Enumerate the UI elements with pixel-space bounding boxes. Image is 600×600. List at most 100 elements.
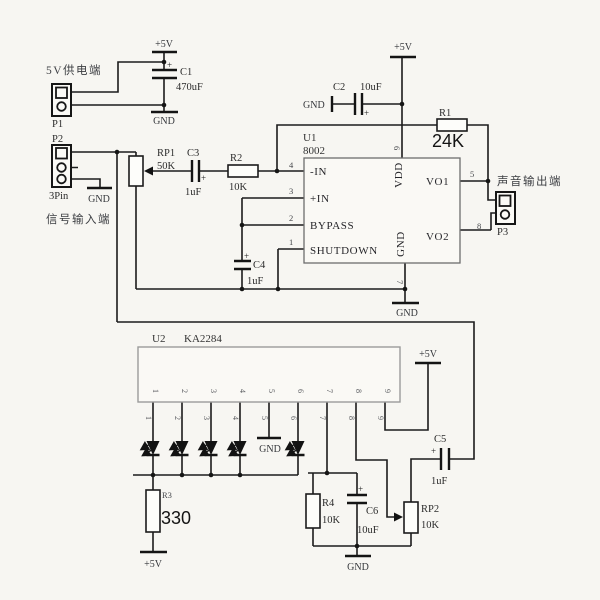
r2-value: 10K — [229, 182, 248, 193]
gnd-label-c1: GND — [153, 116, 175, 127]
rp1-value: 50K — [157, 161, 176, 172]
u2-part: KA2284 — [184, 333, 222, 345]
vcc-label: +5V — [155, 39, 174, 50]
u2-wire-num-4: 4 — [231, 416, 240, 420]
gnd-label-u1: GND — [396, 308, 418, 319]
potentiometer-rp2: RP2 10K — [394, 501, 440, 534]
c1-ref: C1 — [180, 67, 192, 78]
junction-dot — [275, 286, 281, 292]
junction-dot — [239, 286, 245, 292]
rp1-ref: RP1 — [157, 148, 175, 159]
ic-u1: U1 8002 -IN +IN BYPASS SHUTDOWN VO1 VO2 … — [289, 132, 481, 284]
u2-pin-5: 5 — [267, 389, 276, 393]
rp1-body — [128, 155, 144, 187]
u2-wire-num-7: 7 — [318, 416, 327, 420]
gnd-label-p2: GND — [88, 194, 110, 205]
u2-wire-num-1: 1 — [144, 416, 153, 420]
rp2-body — [403, 501, 419, 534]
p3-pin2-round — [499, 209, 511, 220]
c4-ref: C4 — [253, 260, 266, 271]
u2-body — [137, 346, 401, 403]
wire-segments — [67, 52, 499, 556]
junction-dot — [208, 472, 214, 478]
u2-pin-6: 6 — [296, 389, 305, 393]
u1-pin-vo1: VO1 — [426, 176, 449, 188]
capacitor-c3: C3 + 1uF — [185, 148, 206, 198]
junction-dot — [274, 168, 280, 174]
symbol-bars — [87, 50, 451, 558]
c2-value: 10uF — [360, 82, 382, 93]
u2-pin-4: 4 — [238, 389, 247, 393]
junction-dot — [402, 286, 408, 292]
signal-input-label: 信号输入端 — [46, 212, 111, 226]
u1-num-2: 2 — [289, 213, 293, 223]
r1-ref: R1 — [439, 108, 451, 119]
r4-ref: R4 — [322, 498, 335, 509]
u2-pin-7: 7 — [325, 389, 334, 393]
c4-value: 1uF — [247, 276, 264, 287]
r2-body — [227, 164, 259, 178]
junction-dot — [179, 472, 185, 478]
p1-ref: P1 — [52, 119, 63, 130]
c5-ref: C5 — [434, 434, 446, 445]
polarity-plus: + — [364, 108, 369, 118]
u2-pin-2: 2 — [180, 389, 189, 393]
led-indicator — [168, 440, 189, 457]
junction-dot — [114, 149, 120, 155]
gnd-label-bottom: GND — [347, 562, 369, 573]
vcc-rail-top-left: +5V — [155, 39, 174, 50]
u1-pin-gnd: GND — [395, 231, 407, 257]
p2-pin2-round — [56, 162, 67, 173]
u1-num-4: 4 — [289, 160, 294, 170]
u1-num-1: 1 — [289, 237, 293, 247]
resistor-r2: R2 10K — [227, 153, 259, 193]
u1-pin-vo2: VO2 — [426, 231, 449, 243]
vcc-label-u2: +5V — [419, 349, 438, 360]
u1-pin-shutdown: SHUTDOWN — [310, 245, 378, 257]
gnd-label-pin5: GND — [259, 444, 281, 455]
capacitor-c6: + C6 10uF — [357, 484, 379, 536]
rp1-wiper-arrow — [144, 166, 153, 176]
u2-wire-num-3: 3 — [202, 416, 211, 420]
resistor-r1: R1 24K — [432, 108, 468, 151]
u1-pin-bypass: BYPASS — [310, 220, 354, 232]
r2-ref: R2 — [230, 153, 242, 164]
led-indicator — [197, 440, 218, 457]
junction-dot — [161, 102, 167, 108]
audio-output-label: 声音输出端 — [497, 174, 562, 188]
resistor-r4: R4 10K — [305, 493, 341, 529]
polarity-plus: + — [244, 251, 249, 261]
u1-ref: U1 — [303, 132, 316, 144]
u1-num-3: 3 — [289, 186, 293, 196]
p3-ref: P3 — [497, 227, 508, 238]
r4-body — [305, 493, 321, 529]
u2-wire-num-8: 8 — [347, 416, 356, 420]
r1-value: 24K — [432, 131, 464, 151]
u2-pin-9: 9 — [383, 389, 392, 393]
junction-dot — [354, 543, 360, 549]
u2-wire-num-2: 2 — [173, 416, 182, 420]
u1-pin-in-neg: -IN — [310, 166, 327, 178]
connector-p1: 5V供电端 P1 — [46, 63, 102, 130]
junction-dot — [324, 470, 330, 476]
u2-pin-1: 1 — [151, 389, 160, 393]
led-indicator — [139, 440, 160, 457]
vcc-label-mid: +5V — [394, 42, 413, 53]
junction-dot — [399, 101, 405, 107]
r1-body — [436, 118, 468, 132]
u1-part: 8002 — [303, 145, 325, 157]
capacitor-c4: + C4 1uF — [244, 251, 266, 287]
u1-num-5: 5 — [470, 169, 474, 179]
c2-ref: C2 — [333, 82, 345, 93]
polarity-plus: + — [201, 173, 206, 183]
rp2-wiper-arrow — [394, 512, 403, 522]
power-input-label: 5V供电端 — [46, 63, 102, 77]
p3-pin1-square — [498, 194, 512, 207]
rp2-value: 10K — [421, 520, 440, 531]
led-indicator — [226, 440, 247, 457]
junction-dot — [150, 472, 156, 478]
u1-num-7: 7 — [395, 280, 405, 284]
r3-value: 330 — [161, 508, 191, 528]
p2-body — [51, 144, 72, 188]
c5-value: 1uF — [431, 476, 448, 487]
